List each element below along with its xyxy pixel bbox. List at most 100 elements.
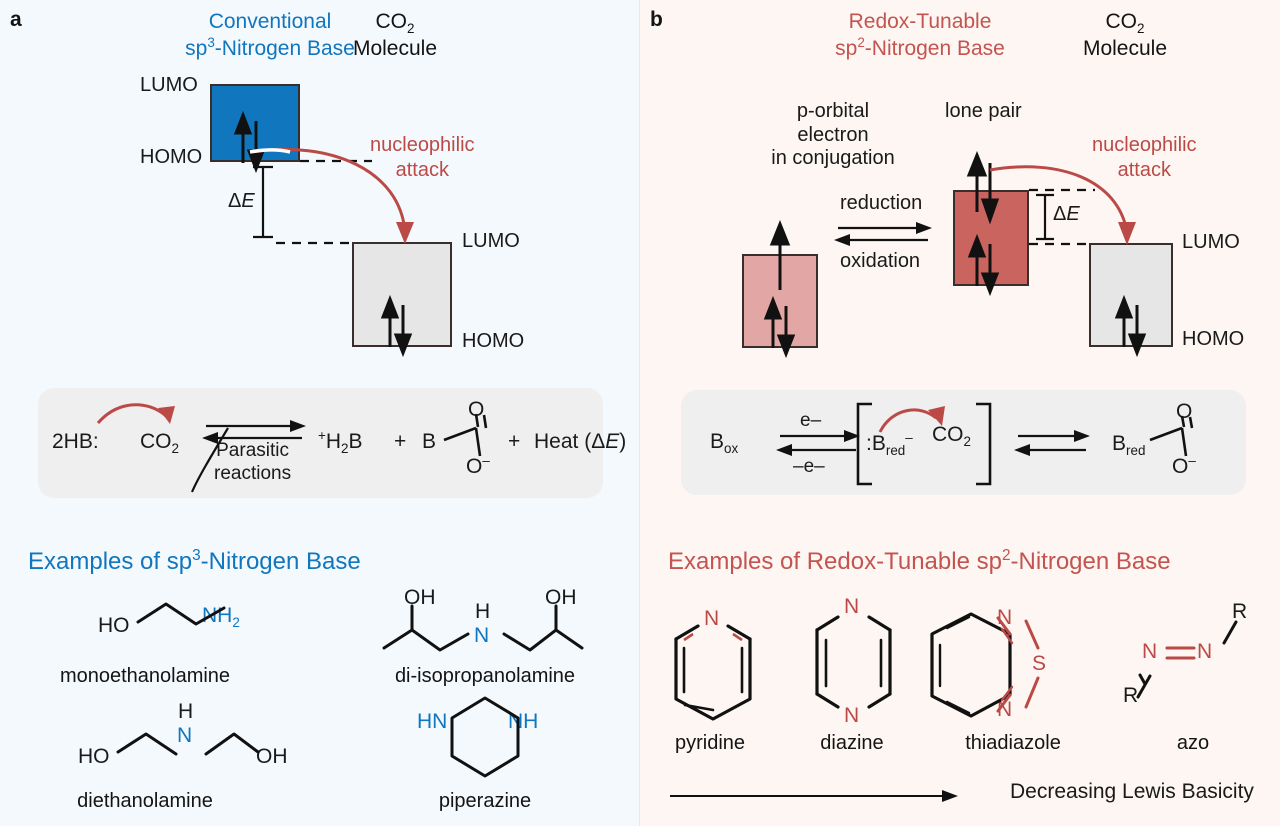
panel-a-base-title: Conventional sp3-Nitrogen Base [155, 8, 385, 63]
delta-e-label-a: ΔE [228, 190, 255, 214]
reaction-scheme-box-b [681, 390, 1246, 495]
co2-mo-box-a [352, 242, 452, 347]
paren-close: ) [619, 430, 627, 453]
panel-divider [639, 0, 640, 826]
dipa-n-label: N [474, 624, 490, 647]
carbamate-b-a: B [422, 430, 437, 453]
panel-a: a Conventional sp3-Nitrogen Base CO2 Mol… [0, 0, 640, 826]
carbamate-o-bottom-b: O– [1172, 454, 1196, 480]
panel-a-base-title-line2: sp3-Nitrogen Base [155, 35, 385, 62]
examples-title-post: -Nitrogen Base [1010, 548, 1171, 575]
heat-text: Heat ( [534, 430, 592, 453]
electron-add-label: e– [800, 410, 822, 431]
dea-nh-h: H [178, 700, 194, 723]
mea-ho-label: HO [98, 614, 130, 637]
b-ox-label: Box [710, 430, 738, 455]
product-protonated-base-a: +H2B [318, 429, 363, 457]
dea-name: diethanolamine [77, 790, 213, 812]
panel-a-base-title-line1: Conventional [208, 10, 332, 33]
examples-title-pre: Examples of Redox-Tunable sp [668, 548, 1002, 575]
examples-title-b: Examples of Redox-Tunable sp2-Nitrogen B… [668, 548, 1171, 576]
reduced-base-box-b [953, 190, 1029, 286]
panel-a-co2-line1: CO2 [330, 8, 460, 35]
sp-sup: 3 [207, 35, 215, 51]
co2-sub: 2 [963, 434, 971, 450]
heat-label-a: Heat (ΔE) [534, 430, 626, 455]
e-glyph: E [1066, 203, 1080, 225]
panel-b-base-title: Redox-Tunable sp2-Nitrogen Base [800, 8, 1040, 63]
azo-n-right: N [1197, 640, 1213, 663]
parasitic-line1: Parasitic [216, 440, 289, 461]
sp-text: sp [185, 37, 208, 61]
panel-b-base-title-line2: sp2-Nitrogen Base [800, 35, 1040, 62]
p-orbital-line2: electron [797, 123, 869, 146]
nuc-line2: attack [1117, 159, 1171, 181]
examples-title-post: -Nitrogen Base [200, 548, 361, 575]
oxidation-label-b: oxidation [840, 250, 921, 272]
reduction-label-b: reduction [840, 192, 923, 214]
delta-glyph: Δ [591, 430, 606, 453]
co2-lumo-label-b: LUMO [1182, 231, 1240, 253]
panel-b-co2-line1: CO2 [1060, 8, 1190, 35]
nucleophilic-attack-label-b: nucleophilic attack [1092, 133, 1197, 183]
base-lumo-label-a: LUMO [140, 74, 198, 96]
p-orbital-label-b: p-orbital electron in conjugation [753, 100, 913, 171]
minus-charge: – [905, 430, 913, 445]
b-text: B [1112, 432, 1127, 455]
co2-text: CO [932, 423, 964, 446]
panel-a-co2-line2: Molecule [352, 37, 438, 61]
ox-sub: ox [724, 441, 739, 457]
dipa-oh-left: OH [404, 586, 436, 609]
nitrogen-base-text: -Nitrogen Base [214, 37, 355, 61]
delta-glyph: Δ [1053, 203, 1067, 225]
carbamate-o-bottom-a: O– [466, 454, 490, 480]
e-glyph: E [241, 190, 255, 212]
mea-nh2-label: NH2 [202, 604, 240, 629]
panel-b-co2-title: CO2 Molecule [1060, 8, 1190, 63]
panel-a-co2-title: CO2 Molecule [330, 8, 460, 63]
mea-name: monoethanolamine [59, 665, 231, 687]
delta-e-label-b: ΔE [1053, 203, 1080, 227]
panel-a-letter: a [10, 8, 22, 31]
piperazine-nh-right: NH [508, 710, 539, 733]
parasitic-line2: reactions [214, 462, 292, 484]
co2-text: CO [140, 430, 172, 453]
co2-sub: 2 [1137, 21, 1145, 37]
panel-b-letter: b [650, 8, 663, 31]
p-orbital-line3: in conjugation [771, 147, 895, 170]
diazine-name: diazine [820, 732, 884, 754]
thiadiazole-n-bottom: N [997, 698, 1013, 721]
piperazine-hn-left: HN [417, 710, 448, 733]
dipa-oh-right: OH [545, 586, 577, 609]
azo-n-left: N [1142, 640, 1158, 663]
base-mo-box-a [210, 84, 300, 162]
h2-sub: 2 [341, 441, 349, 457]
h-text: H [325, 430, 342, 453]
examples-title-a: Examples of sp3-Nitrogen Base [28, 548, 361, 576]
o-text: O [466, 455, 483, 478]
dipa-name: di-isopropanolamine [394, 665, 576, 687]
product-b-red: Bred [1112, 432, 1145, 457]
examples-title-sup: 2 [1001, 547, 1011, 564]
panel-b-base-title-line1: Redox-Tunable [848, 10, 992, 33]
nitrogen-base-text: -Nitrogen Base [864, 37, 1005, 61]
red-sub: red [1126, 443, 1146, 459]
reactant-co2-a: CO2 [140, 430, 179, 455]
co2-homo-label-b: HOMO [1182, 328, 1245, 350]
azo-name: azo [1176, 732, 1210, 754]
panel-b: b Redox-Tunable sp2-Nitrogen Base CO2 Mo… [640, 0, 1280, 826]
piperazine-name: piperazine [438, 790, 532, 812]
nuc-line1: nucleophilic [370, 134, 475, 156]
o-text: O [1172, 455, 1189, 478]
decreasing-basicity-label: Decreasing Lewis Basicity [1010, 780, 1254, 803]
nucleophilic-attack-label-a: nucleophilic attack [370, 133, 475, 183]
plus-sign-1-a: + [394, 430, 407, 453]
nuc-line1: nucleophilic [1092, 134, 1197, 156]
co2-text: CO [1105, 10, 1138, 33]
b-text: B [871, 432, 886, 455]
plus-sign-2-a: + [508, 430, 521, 453]
red-sub: red [885, 443, 906, 459]
diazine-n-top: N [844, 595, 860, 618]
base-homo-label-a: HOMO [140, 146, 203, 168]
